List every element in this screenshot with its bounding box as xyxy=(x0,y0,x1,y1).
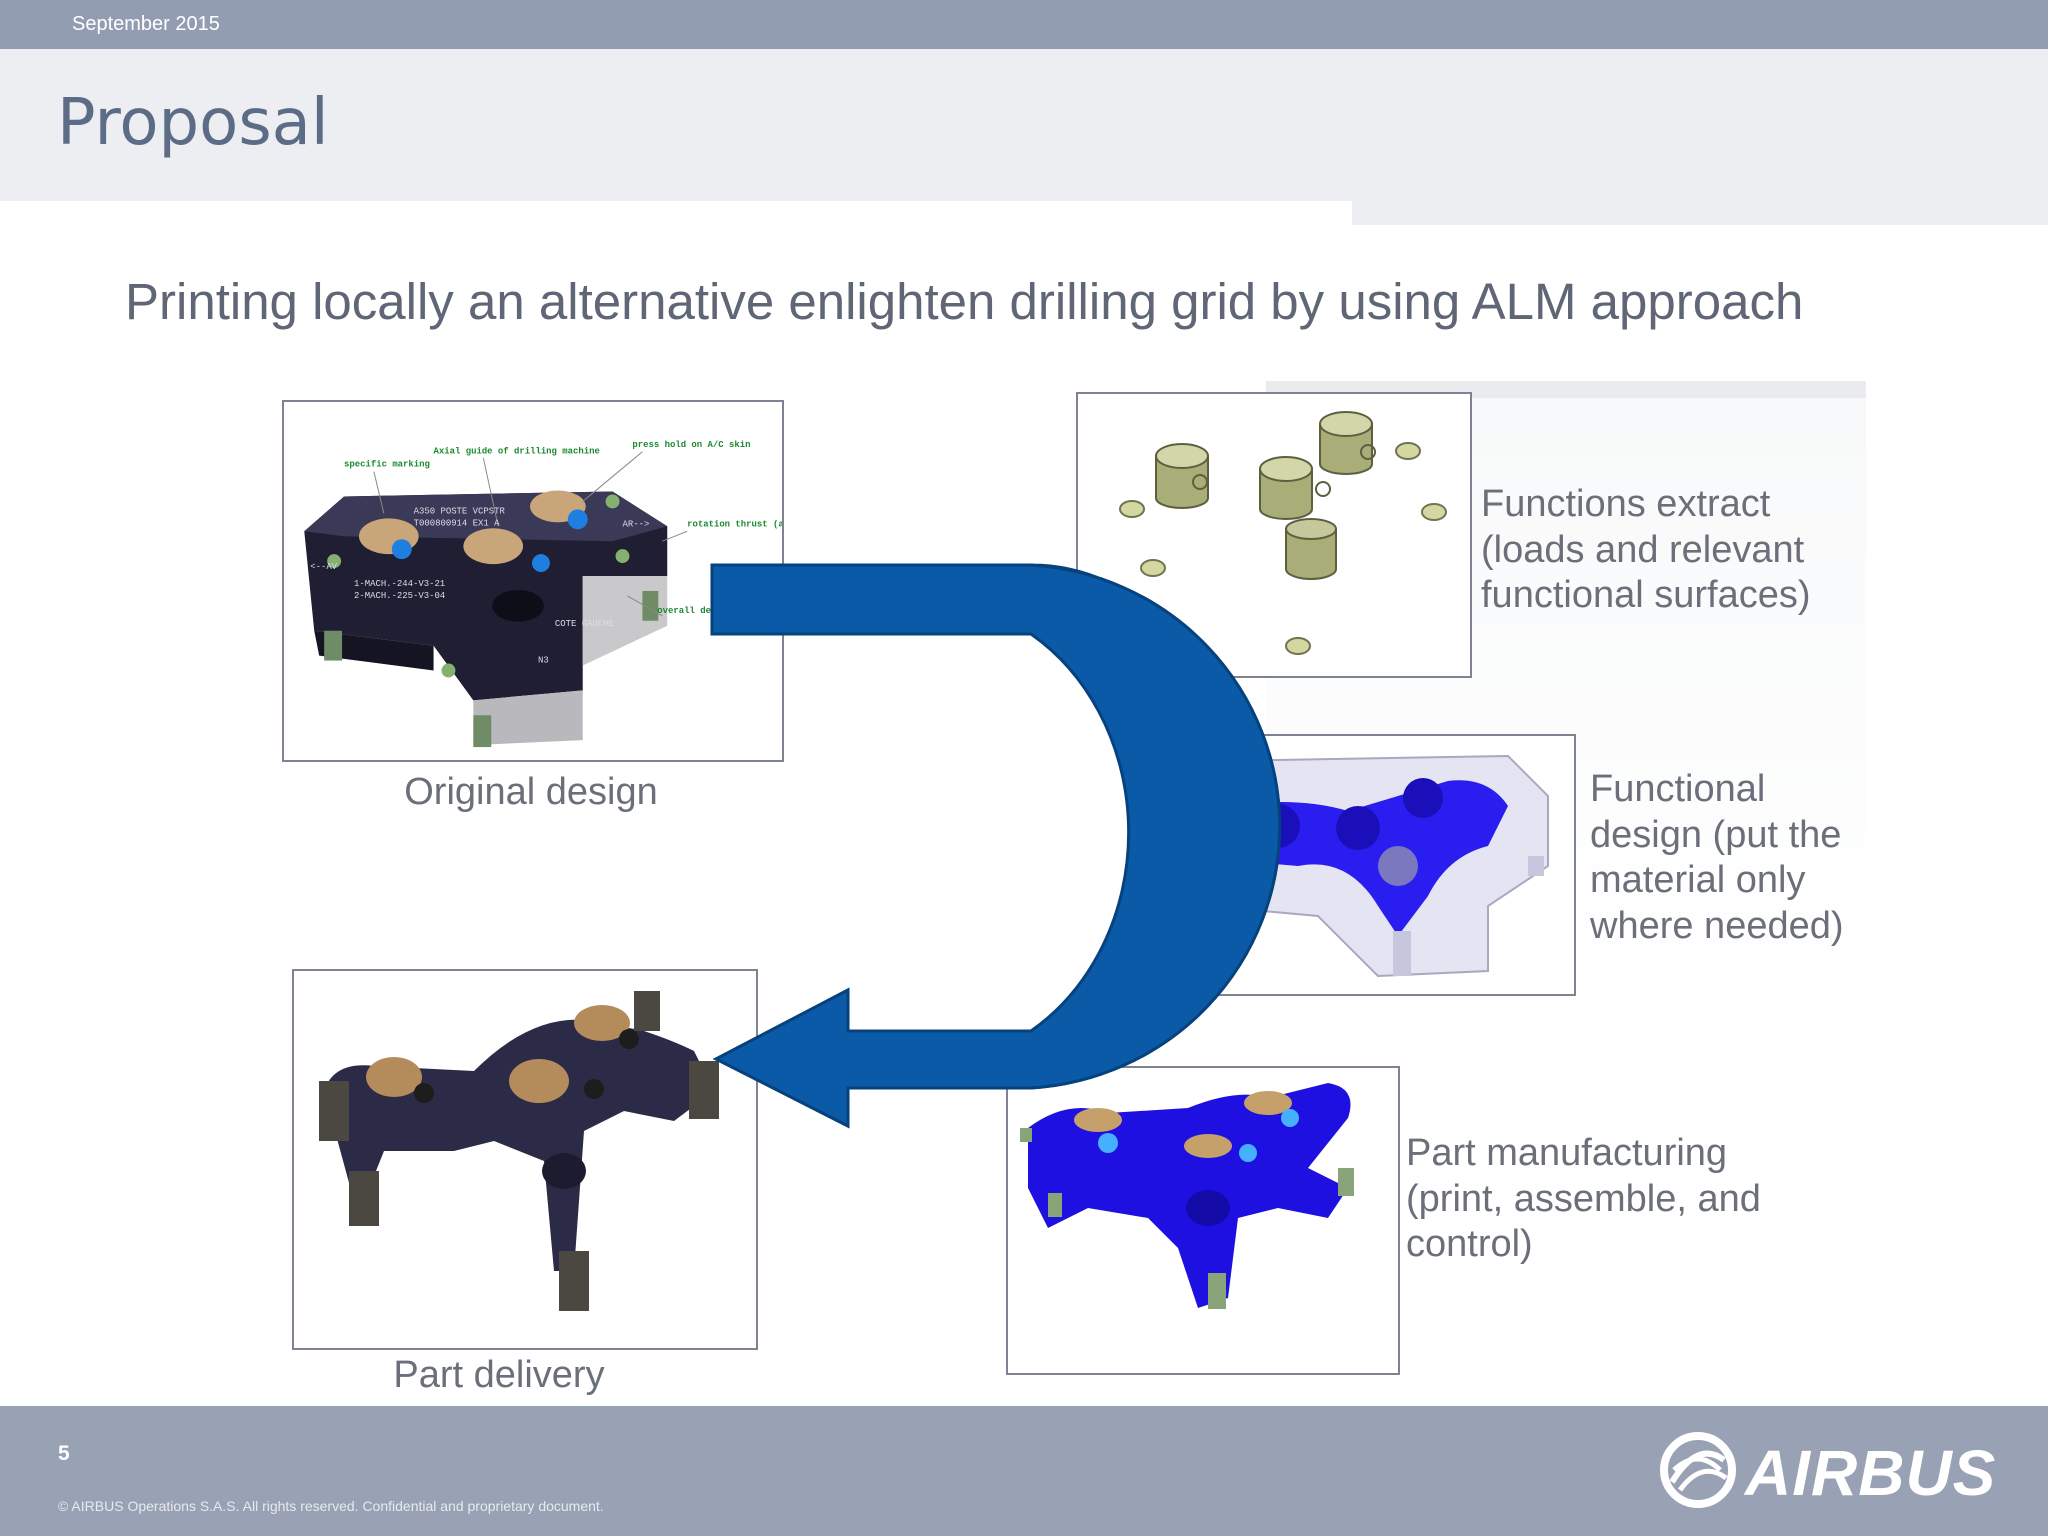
part-delivery-caption: Part delivery xyxy=(393,1354,605,1396)
functions-extract-image xyxy=(1076,392,1472,678)
annotation-axial-guide: Axial guide of drilling machine xyxy=(434,447,600,457)
part-delivery-image xyxy=(292,969,758,1350)
date-label: September 2015 xyxy=(72,13,220,35)
engraving-line-1: A350 POSTE VCPSTR xyxy=(414,506,506,516)
title-band-extension xyxy=(1352,201,2048,225)
part-manufacturing-image xyxy=(1006,1066,1400,1375)
original-design-image: specific marking Axial guide of drilling… xyxy=(282,400,784,762)
functional-design-caption: Functional design (put the material only… xyxy=(1590,768,1844,947)
engraving-cote: COTE GAUCHE xyxy=(555,619,614,629)
annotation-press-hold: press hold on A/C skin xyxy=(632,440,750,450)
original-design-caption: Original design xyxy=(404,771,658,813)
engraving-ar: AR--> xyxy=(623,519,650,529)
page-title: Proposal xyxy=(57,86,329,160)
airbus-logo-text: AIRBUS xyxy=(1745,1437,1997,1509)
annotation-rotation-thrust: rotation thrust (axial and radial) xyxy=(687,519,782,529)
engraving-mach-1: 1-MACH.-244-V3-21 xyxy=(354,579,445,589)
part-manufacturing-caption: Part manufacturing (print, assemble, and… xyxy=(1406,1132,1761,1266)
subtitle: Printing locally an alternative enlighte… xyxy=(125,273,1804,330)
engraving-n3: N3 xyxy=(538,656,549,666)
engraving-av: <--AV xyxy=(310,562,337,572)
functions-extract-caption: Functions extract (loads and relevant fu… xyxy=(1481,483,1811,617)
engraving-mach-2: 2-MACH.-225-V3-04 xyxy=(354,591,445,601)
annotation-specific-marking: specific marking xyxy=(344,460,430,470)
page-number: 5 xyxy=(58,1442,70,1465)
top-bar xyxy=(0,0,2048,49)
annotation-overall-design: overall design xyxy=(657,606,732,616)
functional-design-image xyxy=(1146,734,1576,996)
copyright-notice: © AIRBUS Operations S.A.S. All rights re… xyxy=(58,1498,604,1514)
engraving-line-2: T000800914 EX1 A xyxy=(414,518,500,528)
title-band xyxy=(0,49,2048,201)
airbus-logo-icon xyxy=(1660,1432,1736,1508)
